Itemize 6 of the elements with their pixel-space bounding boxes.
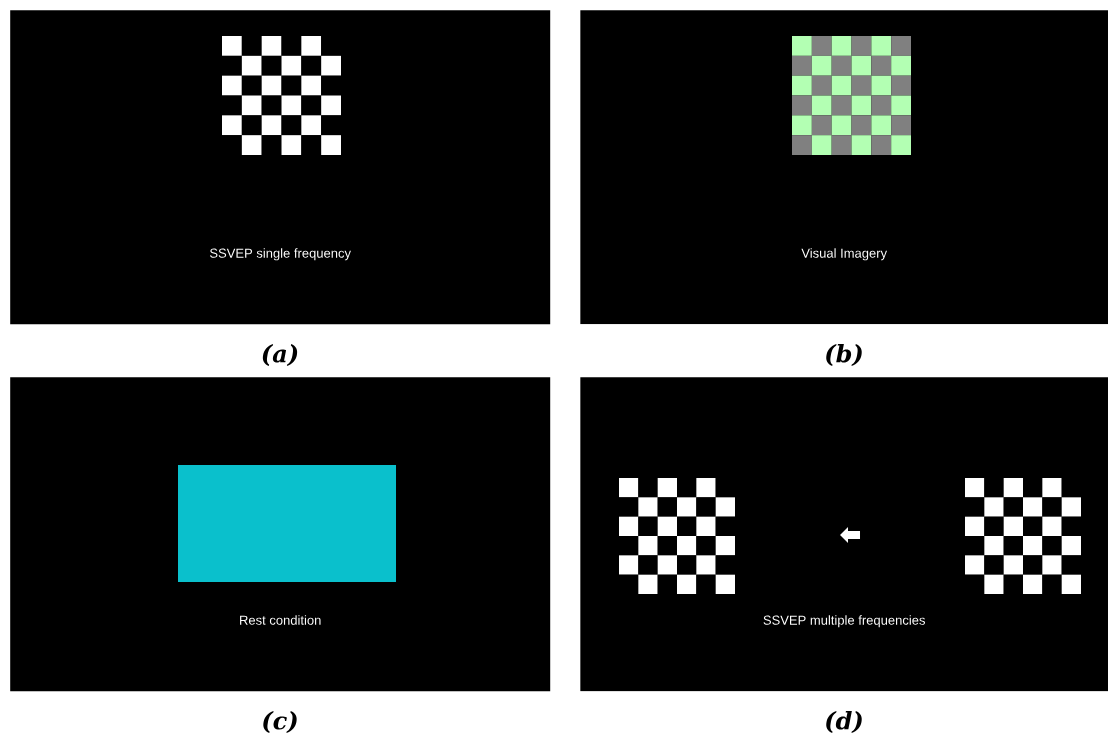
panel-label: (c) <box>263 711 297 733</box>
panel-label: (a) <box>262 344 298 366</box>
panel-label: (b) <box>826 344 862 366</box>
stimulus-panel: Visual Imagery <box>580 10 1108 325</box>
stimulus-panel: SSVEP single frequency <box>10 10 551 325</box>
panel-label: (d) <box>826 711 862 733</box>
